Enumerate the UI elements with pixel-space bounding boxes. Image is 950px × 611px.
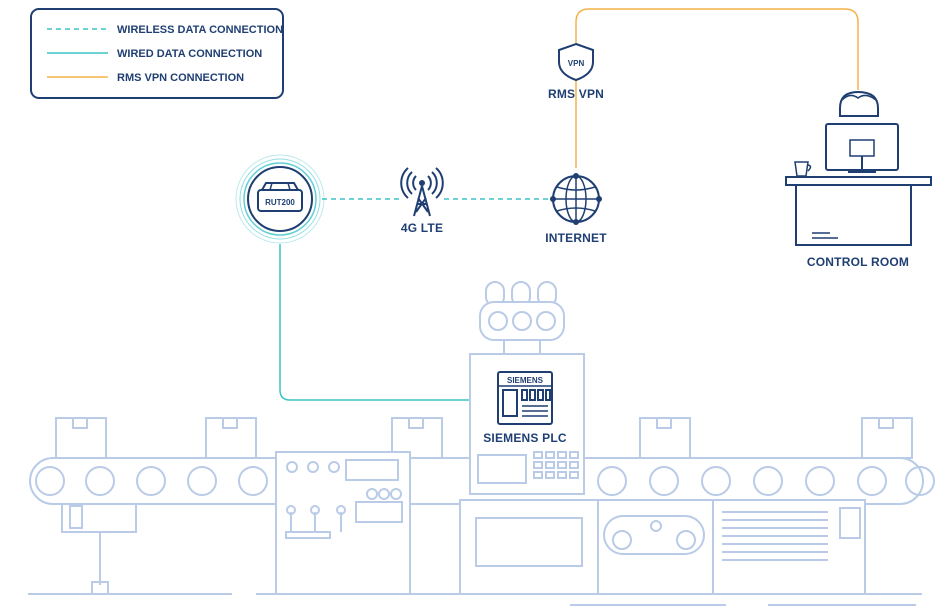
router-label: RUT200	[265, 198, 295, 207]
router-node[interactable]: RUT200	[235, 154, 325, 244]
legend: WIRELESS DATA CONNECTION WIRED DATA CONN…	[30, 8, 284, 99]
legend-vpn-label: RMS VPN CONNECTION	[117, 72, 244, 84]
legend-wireless-label: WIRELESS DATA CONNECTION	[117, 24, 283, 36]
globe-icon	[550, 173, 602, 225]
plc-node[interactable]: SIEMENS SIEMENS PLC	[483, 371, 567, 445]
cell-tower-icon	[400, 167, 444, 217]
operator-desk-icon	[785, 90, 932, 246]
vpn-connection-line	[575, 8, 859, 168]
tower-label: 4G LTE	[401, 221, 443, 235]
conveyor-belt-icon	[28, 281, 935, 606]
plc-label: SIEMENS PLC	[483, 431, 567, 445]
plc-icon	[497, 371, 553, 425]
internet-label: INTERNET	[545, 231, 607, 245]
control-room-label: CONTROL ROOM	[807, 255, 909, 269]
router-icon	[257, 182, 303, 212]
wired-line-router-plc	[279, 244, 498, 401]
plc-brand: SIEMENS	[507, 376, 544, 385]
legend-wired-label: WIRED DATA CONNECTION	[117, 48, 262, 60]
vpn-label: RMS VPN	[548, 87, 604, 101]
vpn-shield-icon: VPN	[558, 42, 594, 82]
vpn-badge-text: VPN	[568, 59, 585, 68]
